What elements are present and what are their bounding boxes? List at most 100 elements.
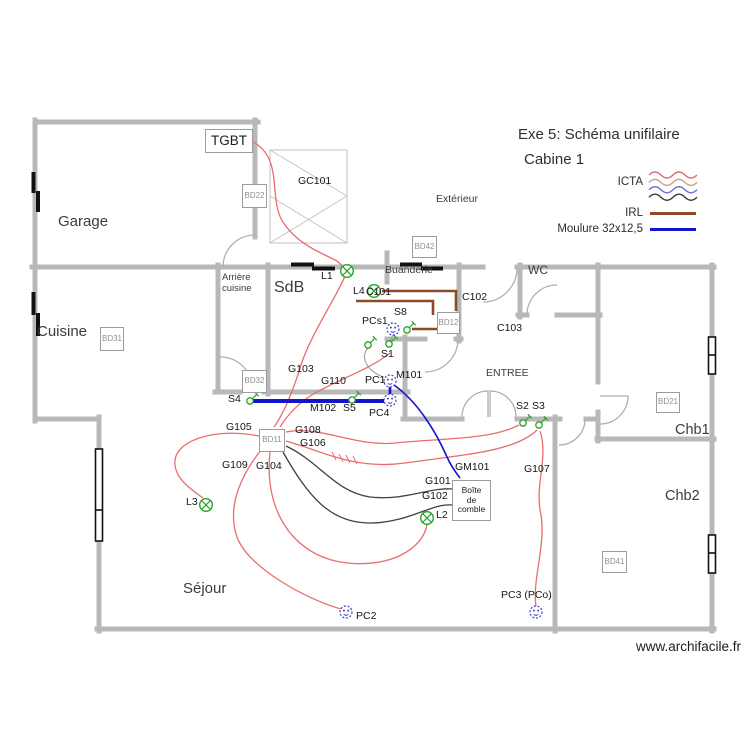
distribution-box-bd22[interactable]: BD22 xyxy=(242,184,267,208)
wire-label-s2: S2 xyxy=(516,400,529,412)
wire-label-g108: G108 xyxy=(295,424,321,436)
watermark-link[interactable]: www.archifacile.fr xyxy=(636,639,742,654)
legend-irl-line-icon xyxy=(650,212,696,215)
wire-label-g109: G109 xyxy=(222,459,248,471)
wire-label-g105: G105 xyxy=(226,421,252,433)
wire-label-gc101: GC101 xyxy=(298,175,332,187)
distribution-box-bd12[interactable]: BD12 xyxy=(437,312,460,334)
wire-label-m101: M101 xyxy=(396,369,423,381)
wire-gm101 xyxy=(393,384,461,479)
room-label-arri-re-cuisine: Arrière cuisine xyxy=(222,272,252,294)
window-chb1 xyxy=(707,336,717,375)
window-garage xyxy=(31,172,36,193)
legend-irl-label: IRL xyxy=(625,207,643,219)
legend-icta-label: ICTA xyxy=(617,176,643,188)
room-label-chb2: Chb2 xyxy=(665,488,700,504)
window-buanderie-2 xyxy=(421,266,443,271)
wire-label-m102: M102 xyxy=(310,402,337,414)
wire-label-c102: C102 xyxy=(462,291,488,303)
window-cuisine-2 xyxy=(36,313,40,336)
socket-symbol-pc3[interactable] xyxy=(529,605,543,619)
wire-g104 xyxy=(268,451,428,565)
distribution-box-bd42[interactable]: BD42 xyxy=(412,236,437,258)
wire-label-l1: L1 xyxy=(321,270,333,282)
distribution-box-bd41[interactable]: BD41 xyxy=(602,551,627,573)
window-sdb-2 xyxy=(312,266,335,271)
attic-junction-box[interactable]: Boîte de comble xyxy=(452,480,491,521)
room-label-wc: WC xyxy=(528,263,548,277)
switch-symbol-s3[interactable] xyxy=(535,415,549,429)
windows xyxy=(31,172,717,574)
distribution-box-bd21[interactable]: BD21 xyxy=(656,392,680,413)
wire-g106 xyxy=(285,429,538,466)
page-subtitle: Cabine 1 xyxy=(524,151,585,168)
window-garage-2 xyxy=(36,191,40,212)
wire-label-s8: S8 xyxy=(394,306,407,318)
distribution-box-bd31[interactable]: BD31 xyxy=(100,327,124,351)
wire-label-g110: G110 xyxy=(321,375,346,387)
page-title: Exe 5: Schéma unifilaire xyxy=(518,126,680,143)
wire-label-s5: S5 xyxy=(343,402,356,414)
link-pcs1-node xyxy=(389,334,394,342)
wire-g102 xyxy=(282,451,453,524)
wire-label-g106: G106 xyxy=(300,437,326,449)
room-label-cuisine: Cuisine xyxy=(37,323,88,340)
garage-door-arc xyxy=(222,234,256,268)
socket-symbol-pc1[interactable] xyxy=(383,374,397,388)
wire-label-l2: L2 xyxy=(436,509,448,521)
wc-door-arc xyxy=(526,284,558,316)
legend-moulure-label: Moulure 32x12,5 xyxy=(557,223,643,235)
legend-icta-waves-icon xyxy=(648,171,698,201)
link-s1-pc1 xyxy=(364,347,384,378)
wire-g107 xyxy=(534,430,544,607)
lamp-symbol-l4[interactable] xyxy=(367,284,382,299)
wire-label-pc3-pco: PC3 (PCo) xyxy=(501,589,552,601)
tgbt-panel[interactable]: TGBT xyxy=(205,129,253,153)
entrance-door-arc xyxy=(482,267,518,303)
switch-symbol-s5[interactable] xyxy=(348,390,362,404)
wire-g106-hatch xyxy=(331,451,358,465)
wire-label-s4: S4 xyxy=(228,393,241,405)
wire-g103 xyxy=(273,275,346,428)
socket-symbol-pcs1[interactable] xyxy=(386,322,400,336)
wire-label-g101: G101 xyxy=(425,475,451,487)
room-label-entree: ENTREE xyxy=(486,367,529,379)
wire-label-pc1: PC1 xyxy=(365,374,386,386)
window-cuisine xyxy=(31,292,36,315)
window-sejour xyxy=(94,448,104,542)
distribution-box-bd11[interactable]: BD11 xyxy=(259,429,285,452)
wire-g108 xyxy=(285,424,520,445)
lamp-symbol-l1[interactable] xyxy=(340,264,355,279)
wire-c101 xyxy=(356,299,435,315)
entree-double-door xyxy=(461,390,517,418)
wire-label-pc2: PC2 xyxy=(356,610,377,622)
wire-label-gm101: GM101 xyxy=(455,461,490,473)
wire-label-g103: G103 xyxy=(288,363,314,375)
switch-symbol-s1b[interactable] xyxy=(385,334,399,348)
wire-label-c103: C103 xyxy=(497,322,523,334)
wire-label-s1: S1 xyxy=(381,348,394,360)
distribution-box-bd32[interactable]: BD32 xyxy=(242,370,267,393)
switch-symbol-s8[interactable] xyxy=(403,320,417,334)
socket-symbol-pc2[interactable] xyxy=(339,605,353,619)
chb2-door-arc xyxy=(558,418,586,446)
laundry-door-arc xyxy=(424,338,459,373)
wire-g101 xyxy=(285,445,453,499)
wire-g110 xyxy=(279,352,391,428)
lamp-symbol-l2[interactable] xyxy=(420,511,435,526)
room-label-ext-rieur: Extérieur xyxy=(436,193,479,205)
chb1-door-arc xyxy=(599,395,629,425)
room-label-chb1: Chb1 xyxy=(675,422,710,438)
lamp-symbol-l3[interactable] xyxy=(198,498,213,513)
switch-symbol-s2[interactable] xyxy=(519,413,533,427)
room-label-garage: Garage xyxy=(58,213,109,230)
wire-tgbt-l1 xyxy=(252,141,343,267)
switch-symbol-s1[interactable] xyxy=(364,335,378,349)
socket-symbol-pc4[interactable] xyxy=(383,393,397,407)
wire-label-c101: C101 xyxy=(366,286,392,298)
window-sdb xyxy=(291,262,314,267)
wire-label-s3: S3 xyxy=(532,400,545,412)
wire-g105 xyxy=(174,432,260,499)
